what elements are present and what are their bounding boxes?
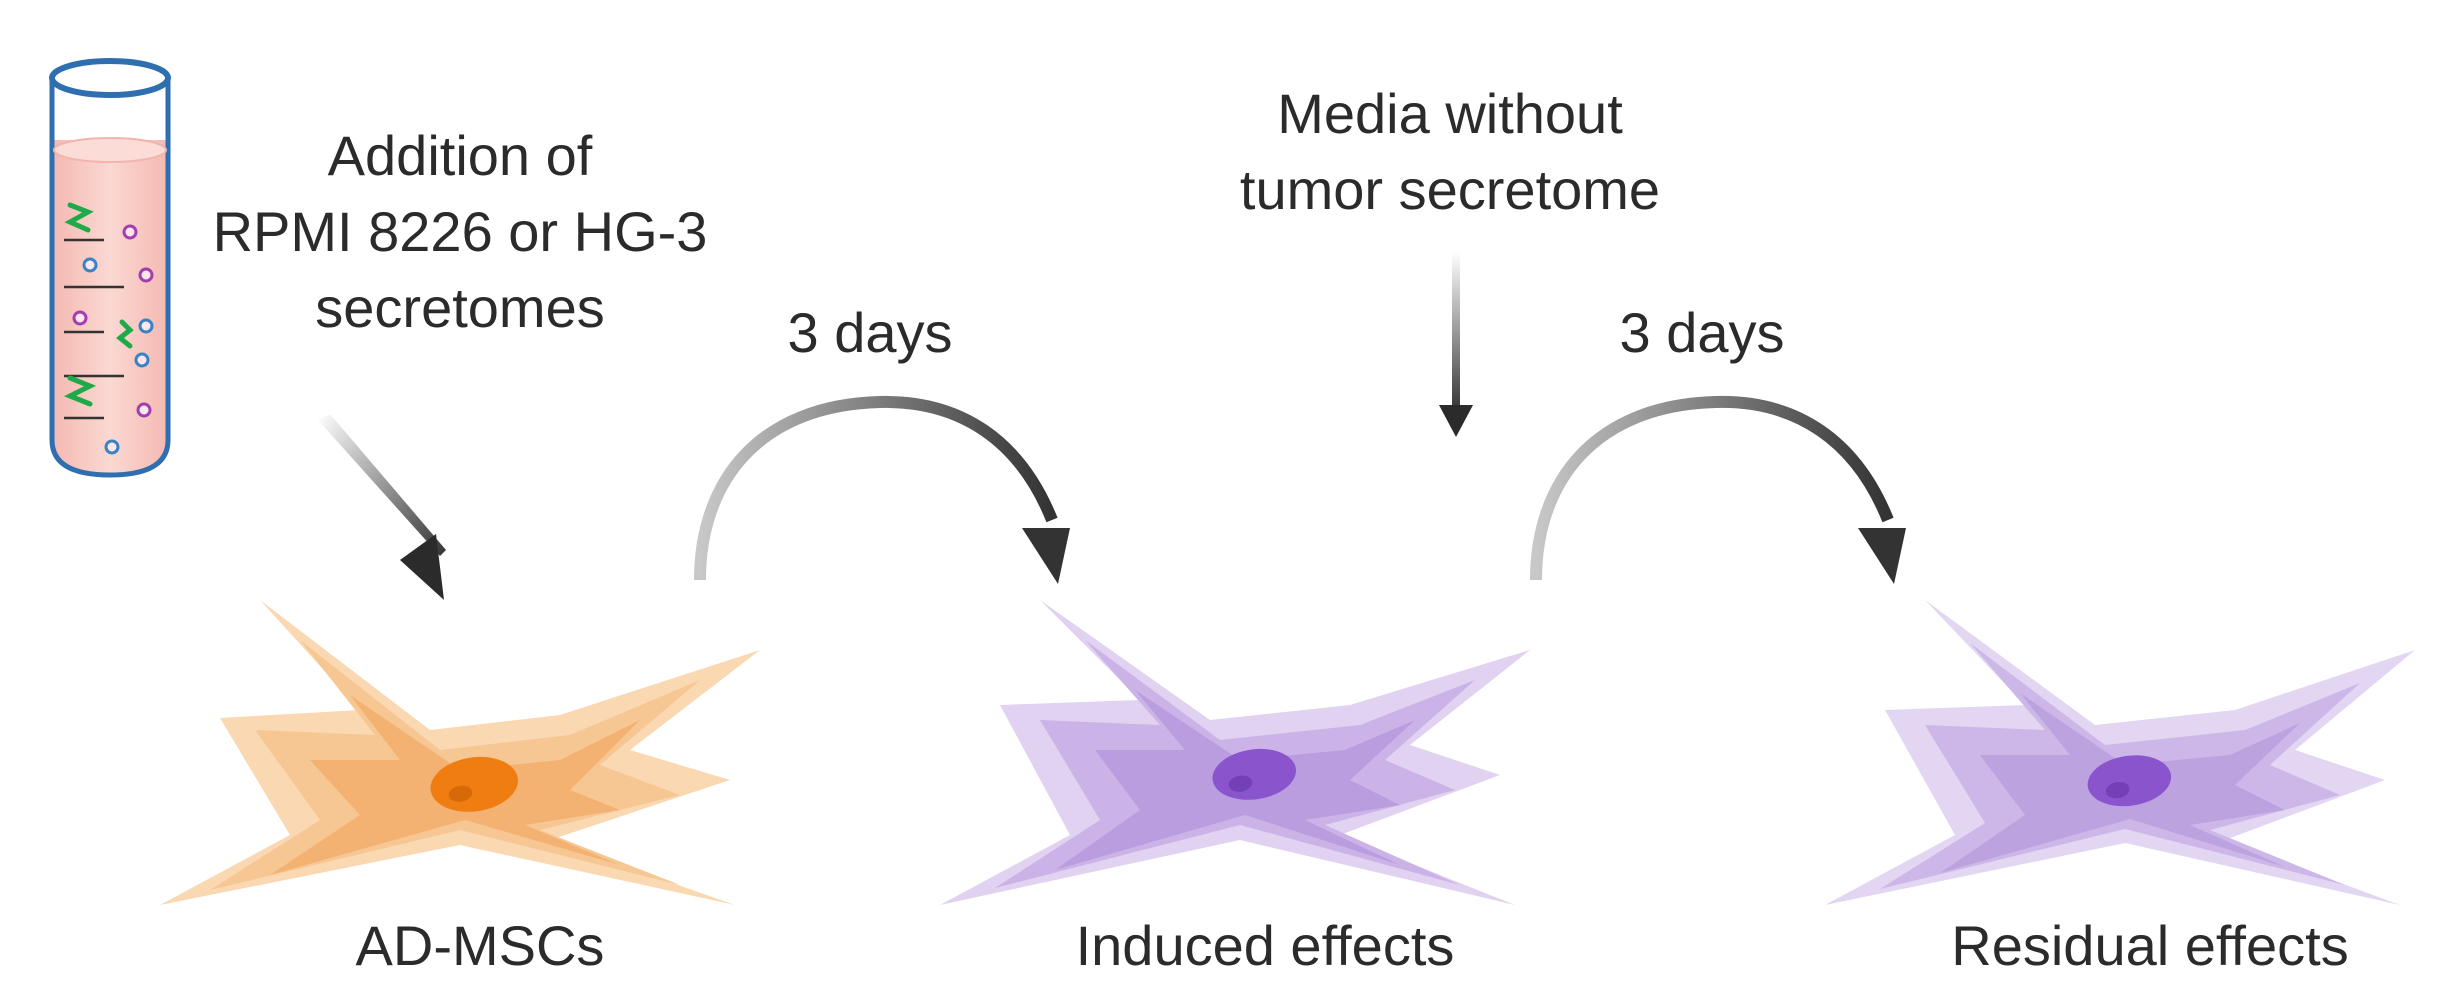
cell-label-ad-mscs: AD-MSCs — [355, 914, 605, 977]
cell-residual-icon — [1825, 600, 2415, 905]
cell-induced-icon — [940, 600, 1530, 905]
curved-arrow-second — [1530, 395, 1906, 584]
media-label: Media without tumor secretome — [1170, 76, 1730, 228]
cell-label-induced: Induced effects — [1075, 914, 1455, 977]
media-line-2: tumor secretome — [1239, 158, 1661, 221]
media-arrow — [1439, 252, 1473, 437]
curved-arrow-first — [694, 395, 1070, 584]
addition-line-1: Addition of — [327, 124, 593, 187]
media-line-1: Media without — [1277, 82, 1623, 145]
days-label-first: 3 days — [787, 301, 953, 364]
cell-label-residual: Residual effects — [1951, 914, 2349, 977]
cell-ad-mscs-icon — [160, 600, 760, 905]
addition-line-2: RPMI 8226 or HG-3 — [212, 200, 708, 263]
addition-label: Addition of RPMI 8226 or HG-3 secretomes — [180, 118, 740, 346]
addition-line-3: secretomes — [315, 276, 605, 339]
addition-arrow — [318, 414, 446, 600]
days-label-second: 3 days — [1619, 301, 1785, 364]
test-tube-icon — [49, 58, 171, 478]
